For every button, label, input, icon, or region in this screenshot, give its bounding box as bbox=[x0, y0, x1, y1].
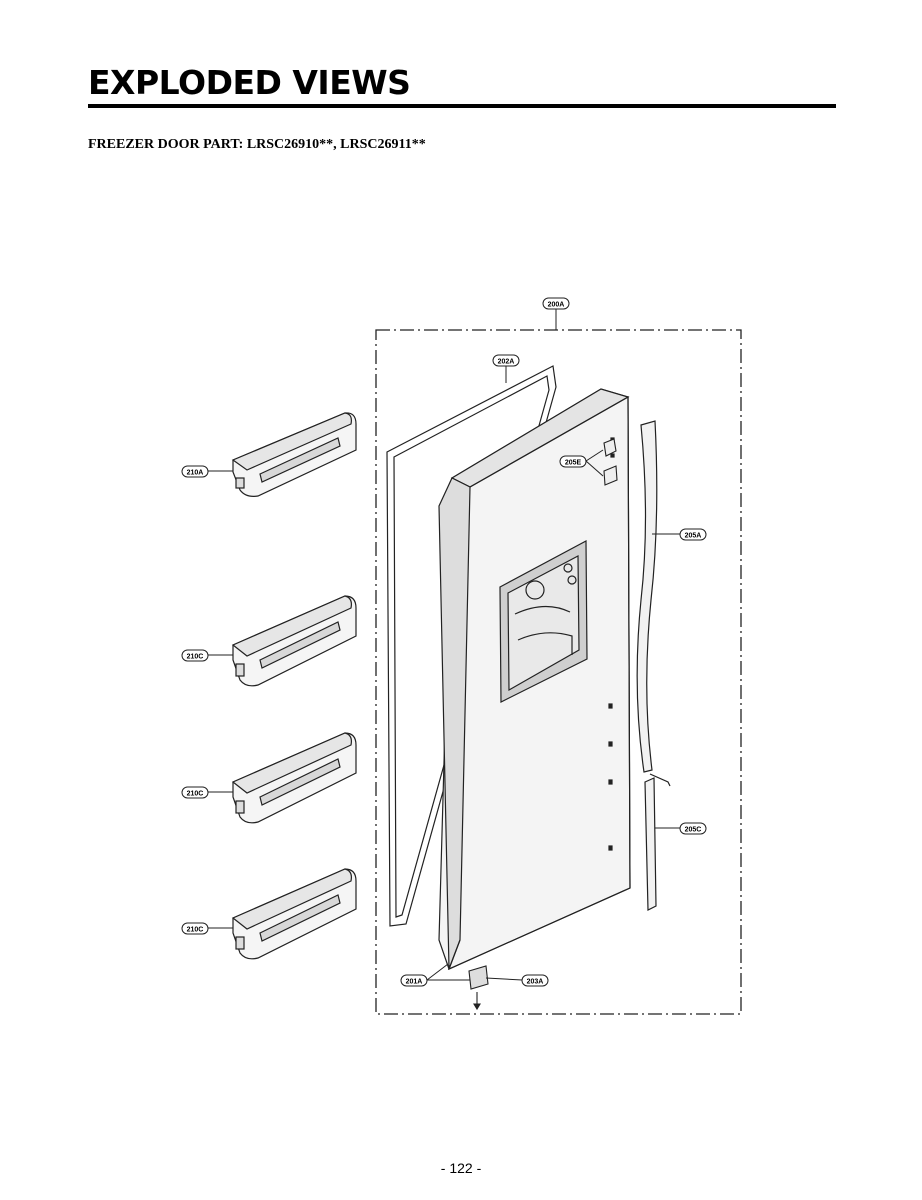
page-number: - 122 - bbox=[440, 1160, 482, 1176]
door-body bbox=[438, 388, 631, 971]
door-trim-upper bbox=[636, 420, 658, 773]
callout-200A: 200A bbox=[542, 297, 570, 310]
callout-210C-3: 210C bbox=[181, 922, 209, 935]
section-subtitle: FREEZER DOOR PART: LRSC26910**, LRSC2691… bbox=[88, 137, 426, 152]
svg-text:210C: 210C bbox=[187, 654, 204, 661]
svg-text:203A: 203A bbox=[527, 979, 544, 986]
lower-hinge-bracket bbox=[468, 965, 489, 1011]
assembly-boundary bbox=[375, 329, 742, 1015]
leader-lines bbox=[208, 309, 680, 981]
callout-210A: 210A bbox=[181, 465, 209, 478]
callout-203A: 203A bbox=[521, 974, 549, 987]
svg-text:210A: 210A bbox=[187, 470, 204, 477]
svg-text:210C: 210C bbox=[187, 791, 204, 798]
callout-210C-2: 210C bbox=[181, 786, 209, 799]
door-bin-210C-3 bbox=[231, 868, 357, 960]
door-trim-lower bbox=[644, 773, 671, 911]
callout-202A: 202A bbox=[492, 354, 520, 367]
svg-text:205A: 205A bbox=[685, 533, 702, 540]
callout-205A: 205A bbox=[679, 528, 707, 541]
svg-text:201A: 201A bbox=[406, 979, 423, 986]
door-bin-210C-1 bbox=[231, 595, 357, 687]
callout-210C-1: 210C bbox=[181, 649, 209, 662]
svg-text:200A: 200A bbox=[548, 302, 565, 309]
door-bin-210C-2 bbox=[231, 732, 357, 824]
title-rule bbox=[88, 104, 836, 108]
svg-text:205E: 205E bbox=[565, 460, 582, 467]
callout-205C: 205C bbox=[679, 822, 707, 835]
page-title: EXPLODED VIEWS bbox=[88, 63, 411, 102]
svg-text:202A: 202A bbox=[498, 359, 515, 366]
door-bin-210A bbox=[231, 412, 357, 497]
callout-201A: 201A bbox=[400, 974, 428, 987]
svg-text:210C: 210C bbox=[187, 927, 204, 934]
callout-205E: 205E bbox=[559, 455, 587, 468]
hinge-caps bbox=[603, 438, 618, 486]
svg-text:205C: 205C bbox=[685, 827, 702, 834]
